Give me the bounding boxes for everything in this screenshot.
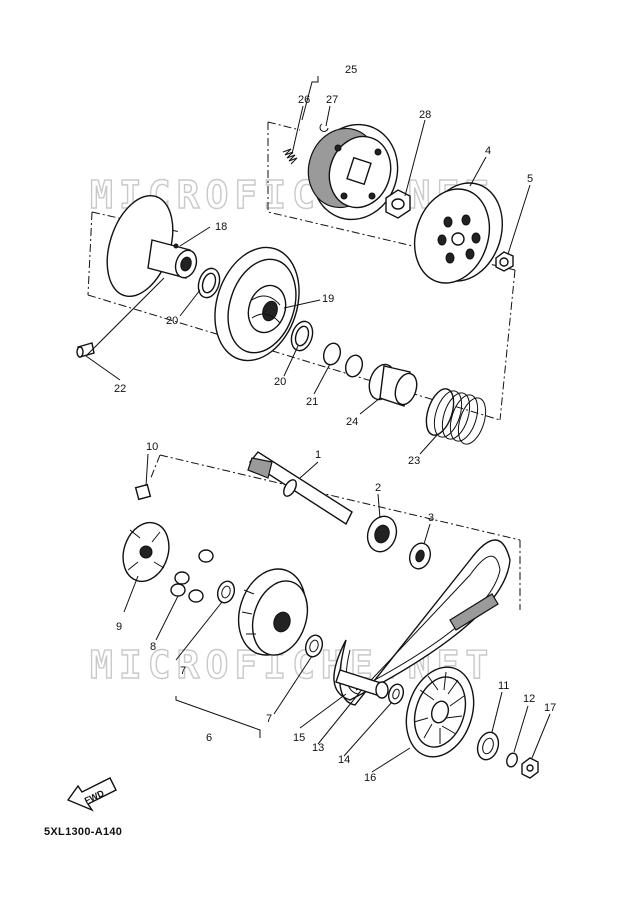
callout-12: 12 [523,693,535,705]
callout-20-upper: 20 [166,315,178,327]
primary-fixed-sheave [405,666,475,758]
callout-25: 25 [345,64,357,76]
callout-20-lower: 20 [274,376,286,388]
clutch-nut [385,189,411,219]
clutch-spring [282,148,298,165]
collar [408,542,432,570]
callout-7-left: 7 [180,665,186,677]
cam [122,521,170,583]
washer [387,683,405,705]
primary-sliding-sheave [237,568,309,656]
oil-seal-upper [197,267,221,299]
callout-26: 26 [298,94,310,106]
callout-6: 6 [206,732,212,744]
primary-shaft [247,451,353,526]
spacer [476,731,500,761]
clutch-carrier [307,123,399,221]
callout-15: 15 [293,732,305,744]
callout-28: 28 [419,109,431,121]
leader-lines [85,76,551,773]
callout-4: 4 [485,145,491,157]
secondary-sliding-sheave [214,246,300,362]
oil-seal-lower [290,320,314,352]
callout-11: 11 [498,680,509,692]
callout-14: 14 [338,754,350,766]
callout-13: 13 [312,742,324,754]
callout-18: 18 [215,221,227,233]
diagram-code: 5XL1300-A140 [44,826,123,838]
sheave-boss [335,669,389,699]
callout-3: 3 [428,512,434,524]
pulley-collar-left [216,580,236,604]
weights [170,549,214,603]
guide-pin [76,342,95,358]
callout-21: 21 [306,396,318,408]
shaft-nut [521,757,539,779]
housing-nut [495,251,514,272]
secondary-fixed-sheave [106,194,198,298]
callout-27: 27 [326,94,338,106]
callout-17: 17 [544,702,556,714]
clip [319,123,329,132]
compression-spring [425,388,487,445]
callout-7-right: 7 [266,713,272,725]
fwd-arrow-icon: FWD [66,777,117,812]
lower-assembly-frame [149,454,521,610]
small-washer [506,752,518,768]
bearing [366,515,398,553]
callout-10: 10 [146,441,158,453]
callout-23: 23 [408,455,420,467]
callout-8: 8 [150,641,156,653]
callout-22: 22 [114,383,126,395]
callout-9: 9 [116,621,122,633]
o-rings [322,342,364,378]
clutch-housing [413,182,504,284]
callout-1: 1 [315,449,321,461]
pulley-collar-right [304,634,324,658]
callout-2: 2 [375,482,381,494]
callout-19: 19 [322,293,334,305]
callout-16: 16 [364,772,376,784]
slider [134,483,152,501]
spring-seat [368,363,418,407]
v-belt [333,539,511,706]
callout-5: 5 [527,173,533,185]
callout-24: 24 [346,416,358,428]
